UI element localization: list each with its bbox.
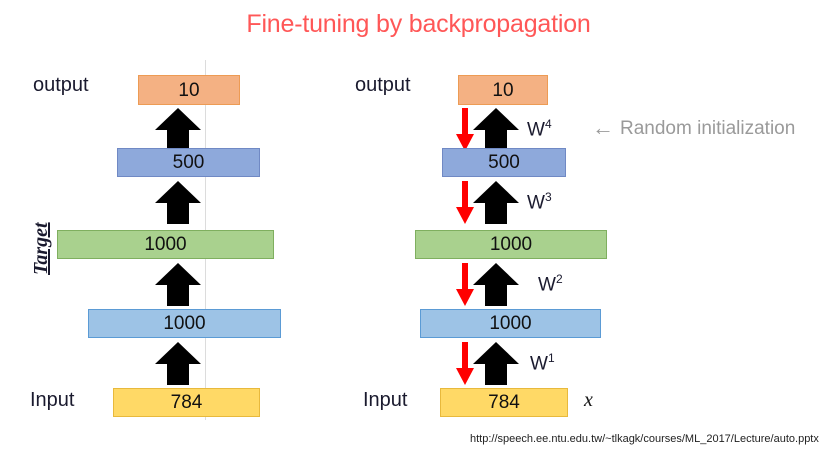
- left-layer-output[interactable]: 10: [138, 75, 240, 105]
- target-label: Target: [30, 222, 52, 275]
- backprop-arrow-3: [456, 181, 474, 224]
- source-url: http://speech.ee.ntu.edu.tw/~tlkagk/cour…: [470, 433, 819, 445]
- backprop-arrow-2: [456, 263, 474, 306]
- forward-arrow-left-4: [155, 108, 201, 151]
- left-output-label: output: [33, 74, 89, 96]
- forward-arrow-right-2: [473, 263, 519, 306]
- right-layer-input[interactable]: 784: [440, 388, 568, 417]
- backprop-arrow-4: [456, 108, 474, 151]
- weight-label-2: W2: [538, 272, 563, 296]
- weight-base-1: W: [530, 353, 548, 375]
- weight-base-3: W: [527, 192, 545, 214]
- forward-arrow-right-4: [473, 108, 519, 151]
- left-layer-1000-blue[interactable]: 1000: [88, 309, 281, 338]
- weight-exp-3: 3: [544, 190, 552, 204]
- page-title: Fine-tuning by backpropagation: [246, 10, 591, 38]
- forward-arrow-right-1: [473, 342, 519, 385]
- left-layer-input[interactable]: 784: [113, 388, 260, 417]
- forward-arrow-left-3: [155, 181, 201, 224]
- right-input-label: Input: [363, 389, 408, 411]
- weight-label-1: W1: [530, 351, 555, 375]
- right-output-label: output: [355, 74, 411, 96]
- weight-exp-2: 2: [555, 272, 563, 286]
- input-variable-label: x: [584, 389, 593, 411]
- weight-label-4: W4: [527, 117, 552, 141]
- annotation-text: Random initialization: [620, 118, 796, 139]
- left-layer-1000-green[interactable]: 1000: [57, 230, 274, 259]
- left-layer-500[interactable]: 500: [117, 148, 260, 177]
- right-layer-500[interactable]: 500: [442, 148, 566, 177]
- right-layer-1000-blue[interactable]: 1000: [420, 309, 601, 338]
- annotation-arrow-icon: ←: [592, 115, 614, 140]
- forward-arrow-left-1: [155, 342, 201, 385]
- left-input-label: Input: [30, 389, 75, 411]
- weight-exp-4: 4: [544, 117, 552, 131]
- forward-arrow-left-2: [155, 263, 201, 306]
- right-layer-output[interactable]: 10: [458, 75, 548, 105]
- right-layer-1000-green[interactable]: 1000: [415, 230, 607, 259]
- forward-arrow-right-3: [473, 181, 519, 224]
- weight-label-3: W3: [527, 190, 552, 214]
- weight-exp-1: 1: [547, 351, 555, 365]
- backprop-arrow-1: [456, 342, 474, 385]
- weight-base-2: W: [538, 274, 556, 296]
- weight-base-4: W: [527, 119, 545, 141]
